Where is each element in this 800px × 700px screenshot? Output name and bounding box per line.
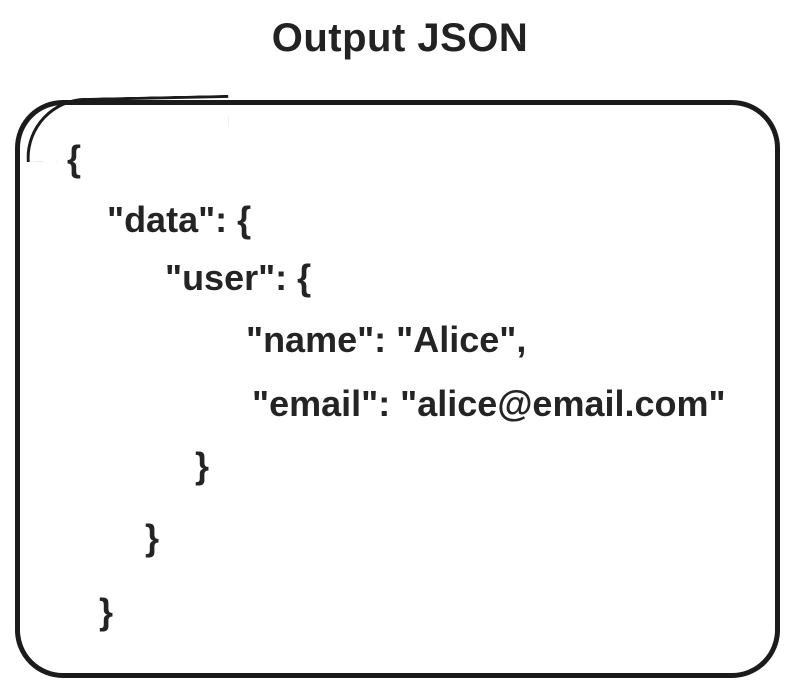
code-line-close-data: }: [145, 517, 160, 558]
code-line-user-key: "user": {: [165, 257, 312, 298]
code-line-open-root: {: [67, 138, 82, 179]
code-line-name-pair: "name": "Alice",: [246, 319, 527, 360]
code-line-data-key: "data": {: [107, 199, 252, 240]
code-line-email-pair: "email": "alice@email.com": [252, 383, 726, 424]
code-line-close-root: }: [99, 591, 114, 632]
json-output-box: [15, 100, 780, 678]
diagram-title: Output JSON: [271, 16, 529, 60]
code-line-close-user: }: [195, 445, 210, 486]
